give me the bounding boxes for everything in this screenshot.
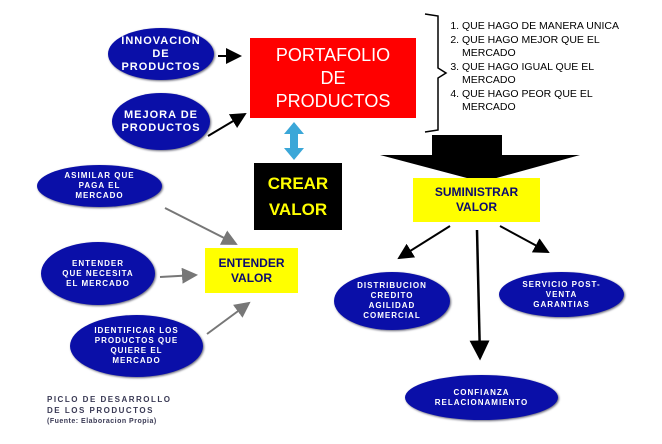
asimilar-ellipse: ASIMILAR QUE PAGA EL MERCADO bbox=[37, 165, 162, 207]
distribucion-ellipse: DISTRIBUCION CREDITO AGILIDAD COMERCIAL bbox=[334, 272, 450, 330]
caption-source: (Fuente: Elaboracion Propia) bbox=[47, 418, 157, 425]
servicio-ellipse: SERVICIO POST- VENTA GARANTIAS bbox=[499, 272, 624, 317]
arrow-distribucion bbox=[397, 225, 451, 260]
question-item: QUE HAGO DE MANERA UNICA bbox=[462, 20, 638, 34]
question-item: QUE HAGO PEOR QUE EL MERCADO bbox=[462, 88, 638, 115]
suministrar-valor-box: SUMINISTRAR VALOR bbox=[413, 178, 540, 222]
confianza-ellipse: CONFIANZA RELACIONAMIENTO bbox=[405, 375, 558, 420]
entender-valor-box: ENTENDER VALOR bbox=[205, 248, 298, 293]
innovacion-ellipse: INNOVACION DE PRODUCTOS bbox=[108, 28, 214, 80]
caption: PICLO DE DESARROLLO DE LOS PRODUCTOS (Fu… bbox=[47, 394, 172, 427]
caption-line1: PICLO DE DESARROLLO bbox=[47, 395, 172, 404]
big-down-arrow bbox=[380, 135, 580, 182]
questions-list: QUE HAGO DE MANERA UNICA QUE HAGO MEJOR … bbox=[438, 20, 638, 115]
double-arrow bbox=[284, 122, 304, 160]
question-item: QUE HAGO MEJOR QUE EL MERCADO bbox=[462, 34, 638, 61]
question-item: QUE HAGO IGUAL QUE EL MERCADO bbox=[462, 61, 638, 88]
entender-ellipse: ENTENDER QUE NECESITA EL MERCADO bbox=[41, 242, 155, 305]
identificar-ellipse: IDENTIFICAR LOS PRODUCTOS QUE QUIERE EL … bbox=[70, 315, 203, 377]
arrow-mejora bbox=[207, 112, 247, 137]
arrow-confianza bbox=[469, 229, 490, 361]
bracket bbox=[424, 13, 448, 133]
caption-line2: DE LOS PRODUCTOS bbox=[47, 406, 154, 415]
arrow-servicio bbox=[499, 225, 550, 253]
crear-valor-box: CREAR VALOR bbox=[254, 163, 342, 230]
arrow-entender bbox=[159, 267, 198, 284]
portfolio-box: PORTAFOLIO DE PRODUCTOS bbox=[250, 38, 416, 118]
arrow-asimilar bbox=[164, 207, 238, 245]
arrow-identificar bbox=[206, 301, 251, 335]
mejora-ellipse: MEJORA DE PRODUCTOS bbox=[112, 93, 210, 150]
